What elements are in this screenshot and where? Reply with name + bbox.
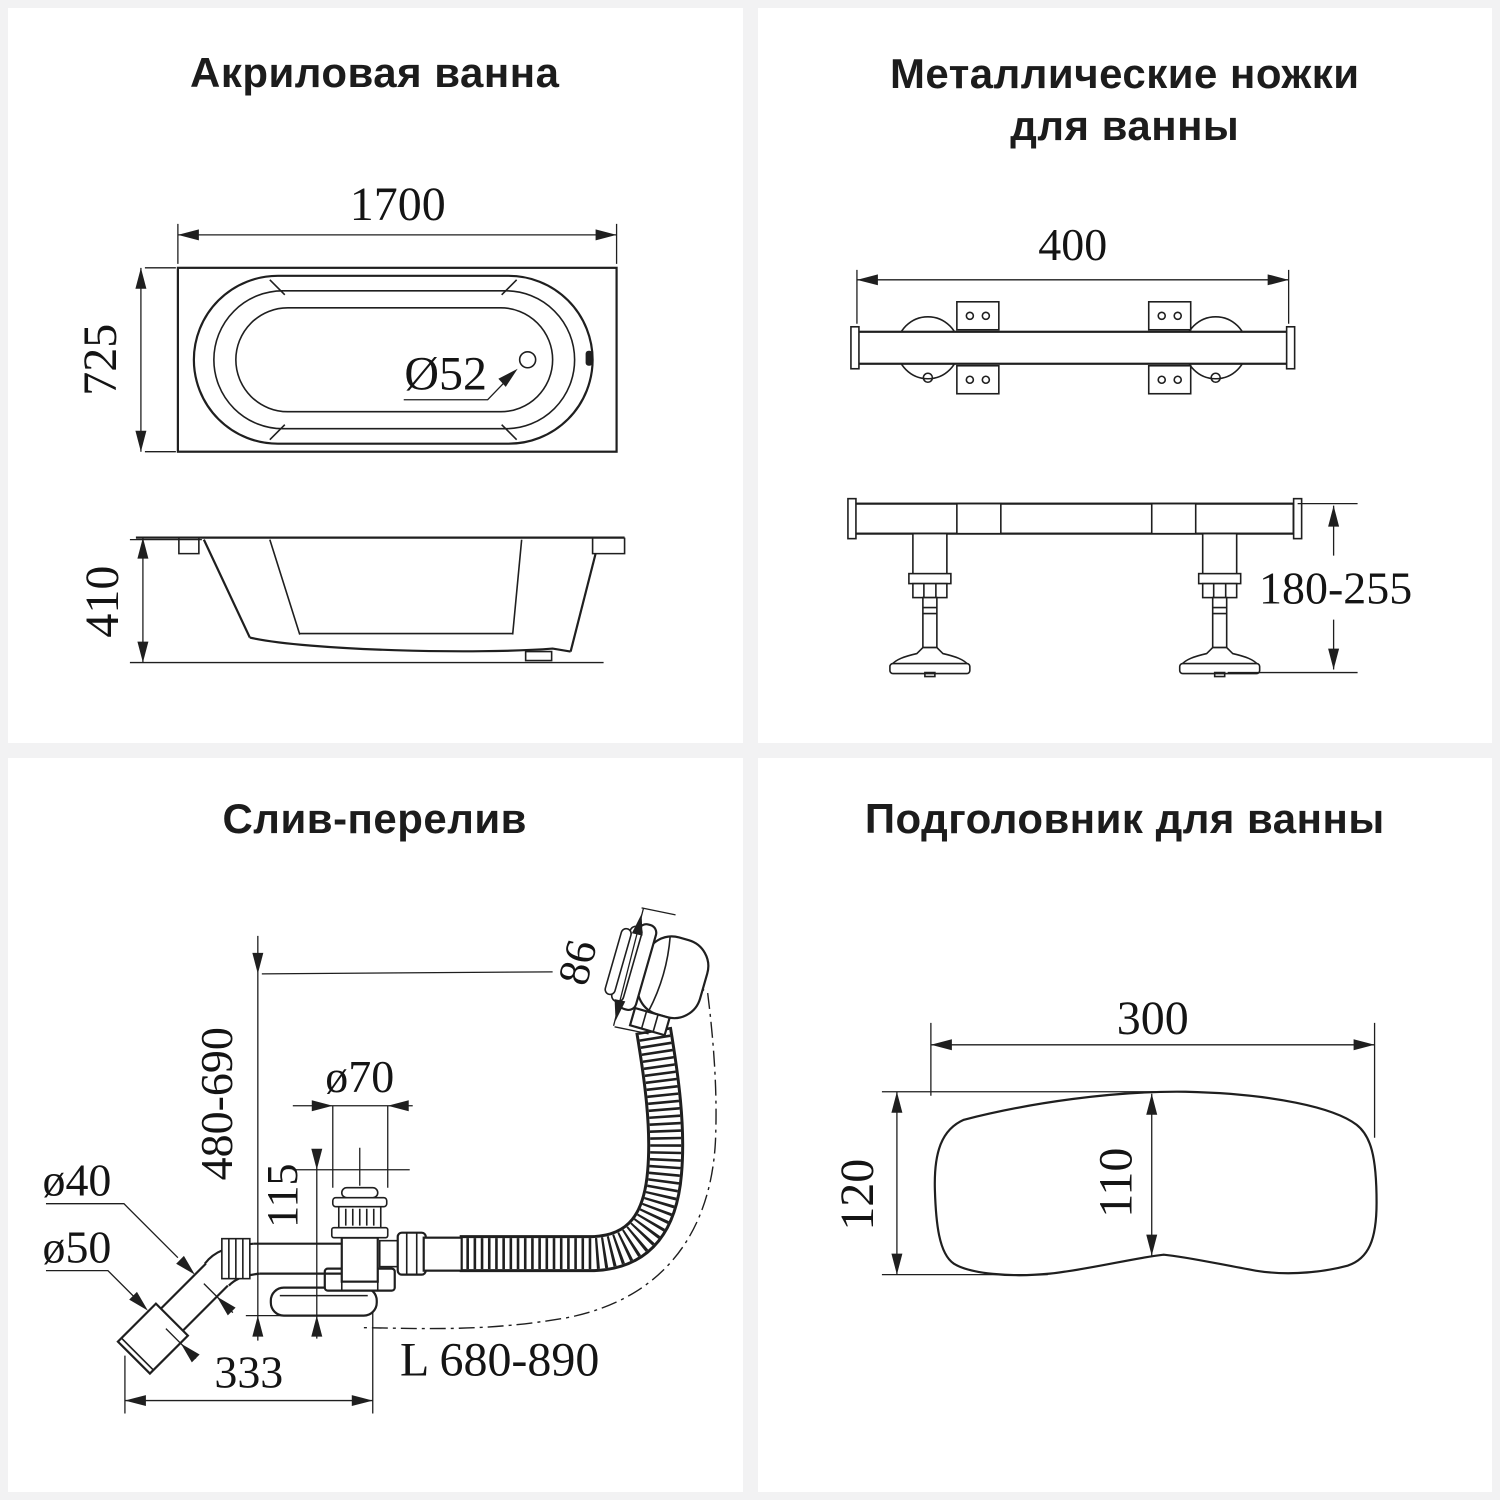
headrest-height-dimension: 120 [830, 1090, 1164, 1275]
headrest-center-height-dimension: 110 [1089, 1093, 1157, 1256]
panel-legs: Металлические ножки для ванны [757, 8, 1492, 743]
bathtub-top-view: Ø52 [176, 266, 618, 453]
headrest-height-dim: 120 [830, 1158, 883, 1230]
bathtub-height-dimension: 410 [76, 537, 149, 663]
legs-title-line2: для ванны [1010, 102, 1239, 149]
bathtub-length-dimension: 1700 [177, 178, 618, 264]
bathtub-length-dim: 1700 [350, 178, 446, 231]
drain-length-dim: 333 [214, 1346, 283, 1397]
overflow-hose [459, 1026, 685, 1272]
outlet-pipe [116, 1237, 342, 1375]
drain-plug-dim: ø70 [325, 1050, 394, 1101]
bathtub-width-dim: 725 [74, 324, 127, 396]
pipe-diameter-dimension: ø40 [42, 1154, 236, 1315]
headrest-drawing: Подголовник для ванны 300 120 [830, 794, 1384, 1276]
drain-height-range-dim: 480-690 [191, 1027, 242, 1180]
panel-bathtub: Акриловая ванна Ø52 1700 [8, 8, 743, 743]
legs-title-line1: Металлические ножки [889, 50, 1359, 97]
overflow-hole-mark [585, 350, 593, 366]
headrest-width-dimension: 300 [929, 991, 1375, 1138]
legs-height-dimension: 180-255 [1227, 503, 1412, 674]
drain-drawing: Слив-перелив [42, 794, 717, 1414]
drain-hole [518, 350, 537, 369]
bathtub-side-view [129, 536, 626, 664]
leg-right [1178, 532, 1260, 678]
headrest-title: Подголовник для ванны [864, 794, 1384, 841]
bathtub-title: Акриловая ванна [190, 49, 560, 96]
overflow-head [604, 922, 710, 1037]
drain-hose-length-dim: L 680-890 [400, 1333, 599, 1386]
drain-title: Слив-перелив [223, 794, 527, 841]
mounting-plates [955, 301, 1192, 395]
headrest-width-dim: 300 [1116, 991, 1188, 1044]
headrest-center-dim: 110 [1089, 1147, 1142, 1217]
bathtub-drawing: Акриловая ванна Ø52 1700 [74, 49, 626, 664]
bathtub-drain-dim: Ø52 [404, 348, 487, 401]
bathtub-width-dimension: 725 [74, 267, 176, 453]
drain-pipe-dim: ø40 [42, 1154, 111, 1205]
panel-drain: Слив-перелив [8, 757, 743, 1492]
legs-drawing: Металлические ножки для ванны [846, 50, 1412, 678]
plug-diameter-dimension: ø70 [292, 1050, 413, 1188]
headrest-outline [933, 1090, 1378, 1276]
panel-headrest: Подголовник для ванны 300 120 [757, 757, 1492, 1492]
legs-length-dimension: 400 [855, 219, 1289, 324]
drain-face-dim: 86 [548, 935, 606, 990]
drain-sleeve-dim: ø50 [42, 1221, 111, 1272]
drain-body-dim: 115 [258, 1163, 307, 1227]
hose-extension-centerline [359, 978, 717, 1329]
legs-length-dim: 400 [1038, 219, 1107, 270]
leg-left [888, 532, 971, 678]
legs-side-view [846, 497, 1302, 678]
sleeve-diameter-dimension: ø50 [42, 1221, 200, 1362]
body-height-dimension: 115 [258, 1148, 410, 1339]
legs-height-dim: 180-255 [1259, 563, 1412, 614]
drain-length-dimension: 333 [124, 1311, 374, 1414]
drain-tee [269, 1186, 463, 1317]
legs-top-view [849, 301, 1295, 395]
bathtub-height-dim: 410 [76, 566, 129, 638]
